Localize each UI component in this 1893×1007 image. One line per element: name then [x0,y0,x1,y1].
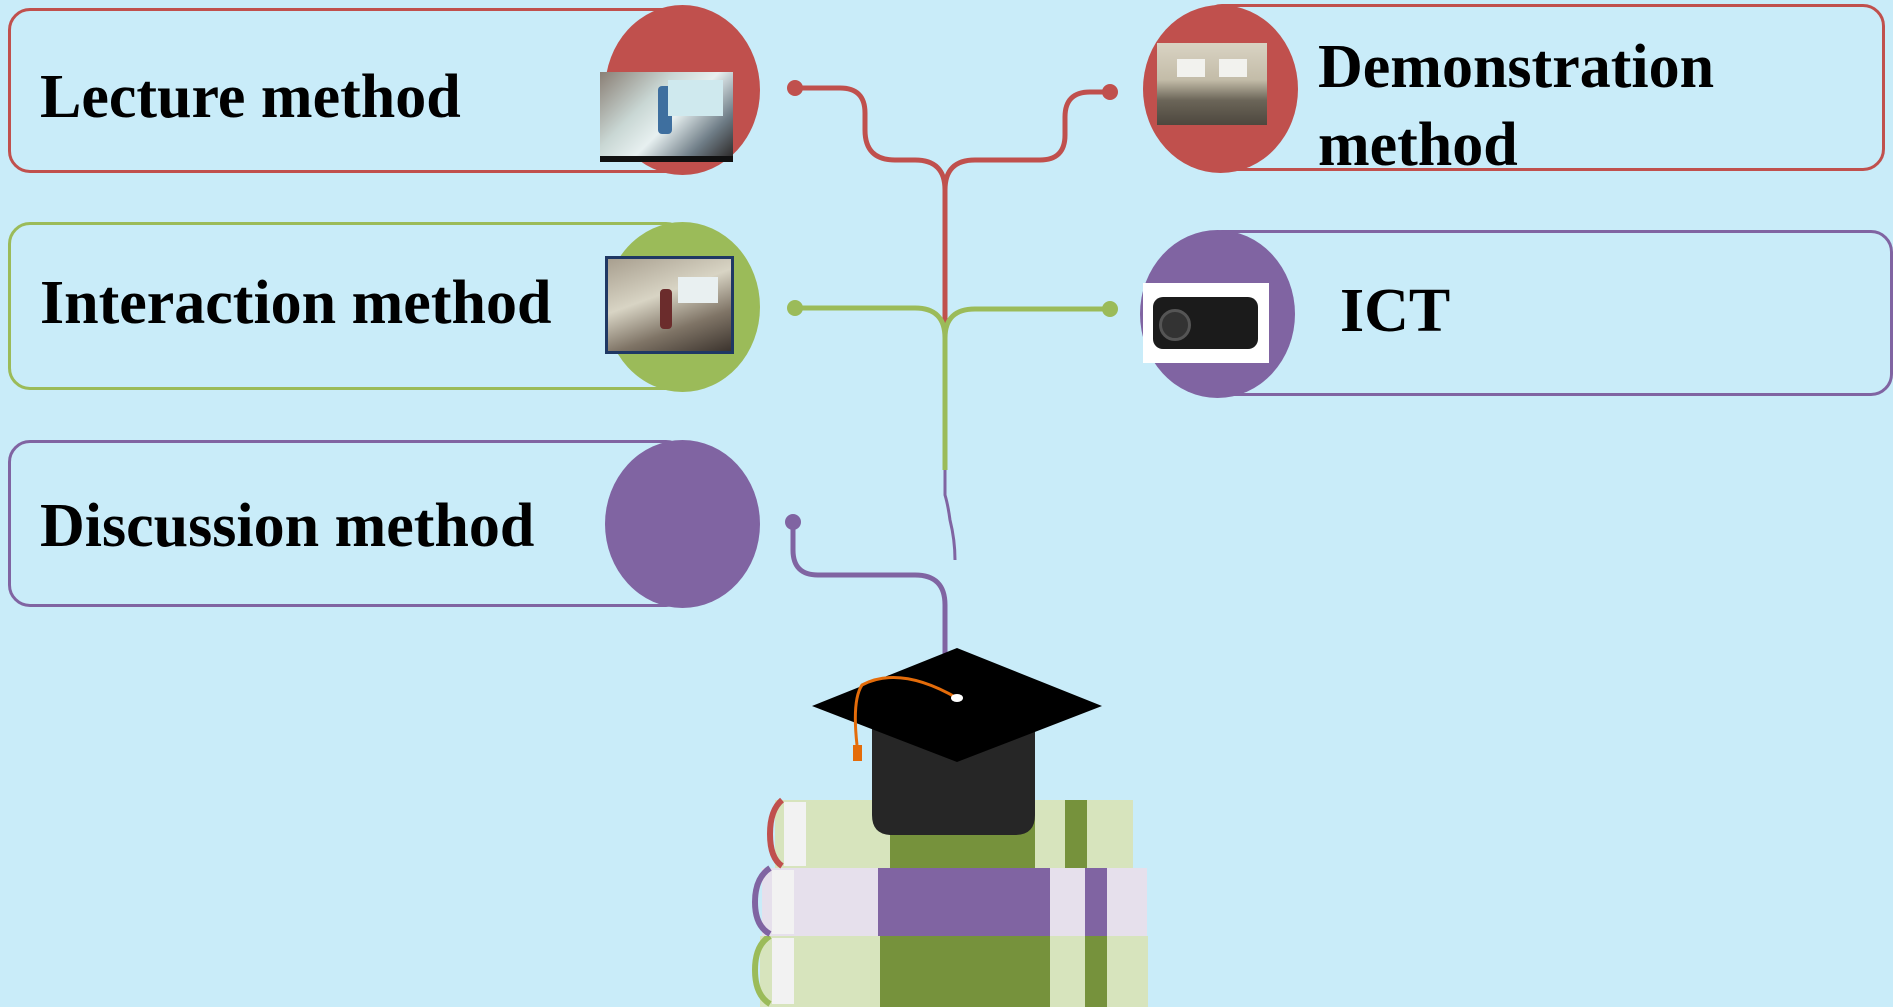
blob-discussion [605,440,760,608]
connector-lecture [795,85,948,330]
connector-demonstration [942,89,1110,191]
cap-board-icon [812,648,1102,762]
connector-discussion [790,522,948,660]
label-lecture-method: Lecture method [40,63,461,131]
label-interaction-method: Interaction method [40,269,552,337]
connector-dot-demonstration [1102,84,1118,100]
connector-dot-discussion [785,514,801,530]
classroom-lecture-photo [600,72,733,162]
connector-ict [942,306,1110,339]
label-demonstration-method: Demonstration method [1318,33,1715,179]
demonstration-room-photo [1157,43,1267,125]
label-ict: ICT [1340,277,1451,345]
connector-dot-interaction [787,300,803,316]
classroom-interaction-photo [605,256,734,354]
connector-dot-lecture [787,80,803,96]
book-middle-icon [751,865,1147,937]
connector-squiggle [943,470,957,561]
book-bottom-icon [751,933,1148,1007]
tassel-icon [853,675,958,746]
projector-photo [1143,283,1269,363]
connector-dot-ict [1102,301,1118,317]
label-discussion-method: Discussion method [40,492,535,560]
